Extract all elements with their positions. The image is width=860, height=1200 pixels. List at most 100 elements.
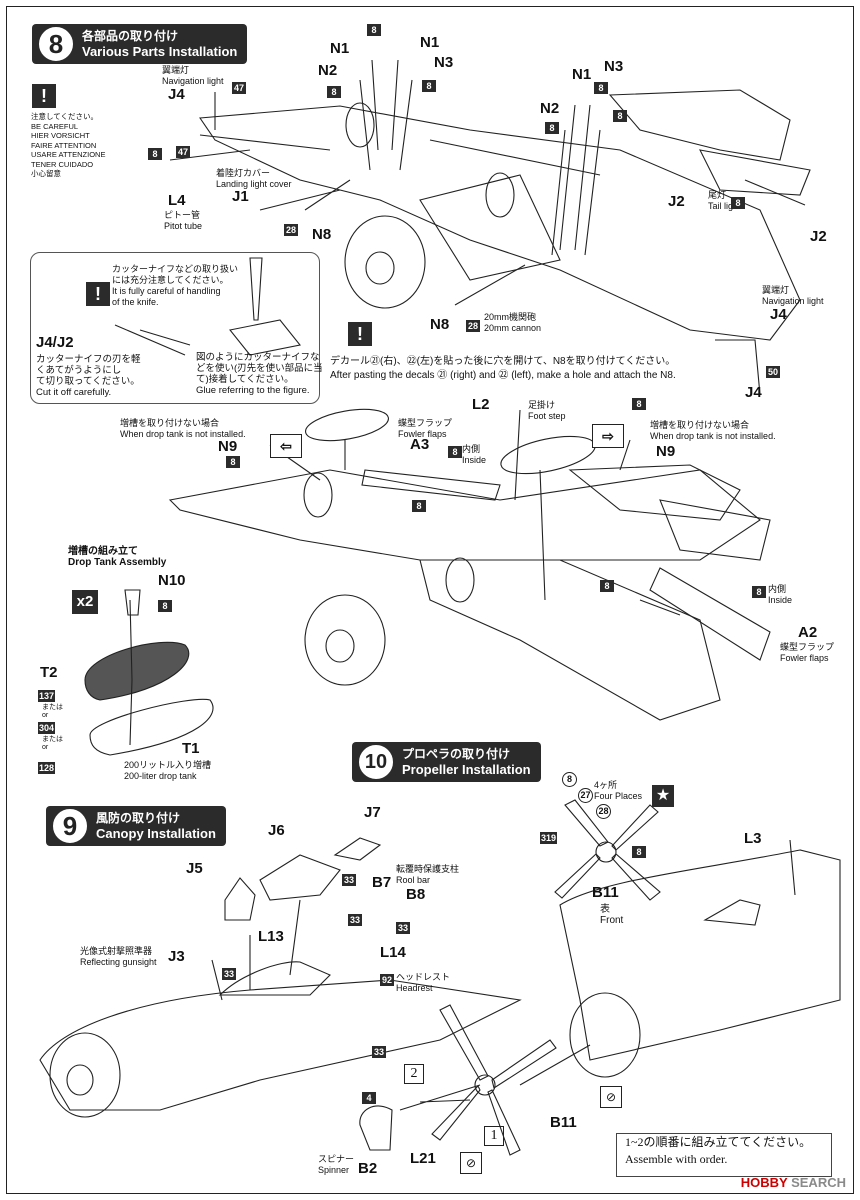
color-badge: 92: [380, 974, 394, 986]
color-badge: 28: [466, 320, 480, 332]
label-n8: N8: [430, 316, 450, 333]
tank-half-t1: [89, 698, 214, 756]
label-a3: A3: [410, 436, 430, 453]
section-9-title-en: Canopy Installation: [96, 826, 216, 841]
section-8-header: 8 各部品の取り付け Various Parts Installation: [32, 24, 248, 64]
fuselage-prop-view: [559, 849, 841, 1061]
fuselage-canopy-view: [39, 979, 522, 1111]
label-j1: J1: [232, 188, 249, 205]
label-j7: J7: [364, 804, 381, 821]
caution-icon: !: [32, 84, 56, 108]
label-b11: B11: [550, 1114, 577, 1131]
color-badge: 304: [38, 722, 56, 734]
label-n2-left: N2: [318, 62, 338, 79]
label-n8-top: N8: [312, 226, 332, 243]
step-2-marker: 2: [404, 1064, 424, 1084]
color-badge: 8: [545, 122, 559, 134]
arrow-icon: ⇨: [592, 424, 624, 448]
propeller-exploded: [431, 1004, 557, 1156]
label-b2: B2: [358, 1160, 378, 1177]
color-badge: 8: [226, 456, 240, 468]
color-badge: 47: [176, 146, 190, 158]
watermark: HOBBY SEARCH: [740, 1175, 846, 1190]
section-9-number: 9: [50, 806, 90, 846]
label-t2: T2: [40, 664, 58, 681]
color-badge: 128: [38, 762, 56, 774]
label-n10: N10: [158, 572, 186, 589]
arrow-icon: ⇦: [270, 434, 302, 458]
tail-plane-outline: [608, 89, 791, 161]
color-circle: 8: [562, 772, 577, 787]
canopy-j6: [259, 854, 341, 901]
label-n3-far: N3: [604, 58, 624, 75]
wheel-top-right: [485, 172, 515, 218]
glue-instruction: 図のようにカッターナイフなどを使い(刃先を使い部品に当て)接着してください。Gl…: [196, 352, 323, 396]
flap-a2: [649, 567, 771, 661]
caution-icon: !: [86, 282, 110, 306]
label-b11-front: B11: [592, 884, 619, 901]
color-badge: 8: [412, 500, 426, 512]
tank-half-t2: [84, 641, 190, 701]
label-a2: A2: [798, 624, 818, 641]
color-badge: 47: [232, 82, 246, 94]
label-l3: L3: [744, 830, 762, 847]
assembly-order-note: 1~2の順番に組み立ててください。 Assemble with order.: [616, 1133, 832, 1177]
color-badge: 8: [752, 586, 766, 598]
label-l4: L4: [168, 192, 186, 209]
flap-a3: [361, 469, 501, 501]
section-10-title-en: Propeller Installation: [402, 762, 531, 777]
color-circle: 28: [596, 804, 611, 819]
label-n1-left: N1: [330, 40, 350, 57]
color-badge: 137: [38, 690, 56, 702]
canopy-j5: [224, 877, 256, 921]
wheel-top-left: [345, 102, 375, 148]
label-j4-j2: J4/J2: [36, 334, 74, 351]
drop-tank-right: [500, 435, 596, 475]
color-circle: 27: [578, 788, 593, 803]
color-badge: 28: [284, 224, 298, 236]
quantity-x2: x2: [72, 590, 98, 614]
label-j2-right: J2: [810, 228, 827, 245]
color-badge: 33: [396, 922, 410, 934]
caution-icon: !: [348, 322, 372, 346]
cut-instruction: カッターナイフの刃を軽くあてがうようにして切り取ってください。Cut it of…: [36, 354, 141, 398]
color-badge: 8: [148, 148, 162, 160]
label-t1: T1: [182, 740, 200, 757]
color-badge: 8: [327, 86, 341, 98]
label-l13: L13: [258, 928, 284, 945]
section-10-number: 10: [356, 742, 396, 782]
section-9-header: 9 風防の取り付け Canopy Installation: [46, 806, 226, 846]
color-badge: 33: [348, 914, 362, 926]
step-1-marker: 1: [484, 1126, 504, 1146]
engine-cowl-lower: [304, 594, 386, 686]
label-l21: L21: [410, 1150, 436, 1167]
label-j5: J5: [186, 860, 203, 877]
color-badge: 8: [632, 398, 646, 410]
label-l2: L2: [472, 396, 490, 413]
color-badge: 33: [222, 968, 236, 980]
no-glue-icon: ⊘: [460, 1152, 482, 1174]
label-n2-far: N2: [540, 100, 560, 117]
knife-caution-box: [30, 252, 320, 404]
section-9-title-jp: 風防の取り付け: [96, 811, 181, 825]
color-badge: 4: [362, 1092, 376, 1104]
order-note-jp: 1~2の順番に組み立ててください。: [625, 1135, 812, 1149]
